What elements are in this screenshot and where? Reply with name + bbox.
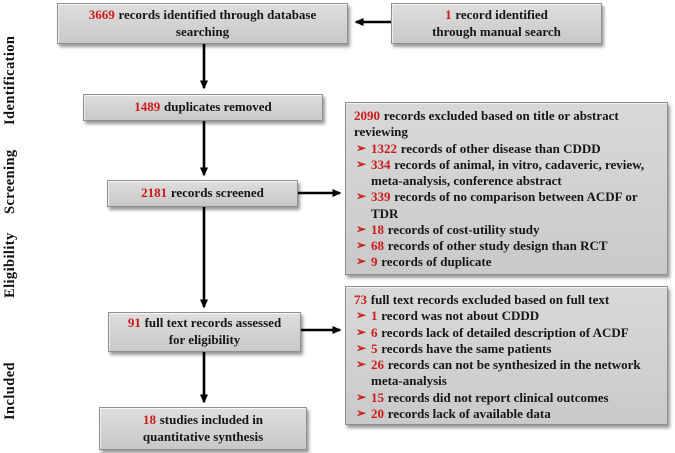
record-count: 9 xyxy=(371,254,378,270)
stage-label-screening: Screening xyxy=(2,149,18,215)
arrow-bullet-icon: ➢ xyxy=(356,140,367,155)
record-count: 18 xyxy=(142,411,156,427)
item-text: records of other study design than RCT xyxy=(387,238,608,253)
item-text: records have the same patients xyxy=(381,340,552,356)
stage-label-included: Included xyxy=(2,362,18,420)
arrow-bullet-icon: ➢ xyxy=(356,156,367,171)
record-count: 2181 xyxy=(141,185,168,201)
box-text: duplicates removed xyxy=(164,99,272,115)
box-line: quantitative synthesis xyxy=(142,428,264,444)
stage-label-eligibility: Eligibility xyxy=(2,232,18,298)
arrow-bullet-icon: ➢ xyxy=(356,405,367,420)
record-count: 68 xyxy=(371,238,384,253)
item-text: records of duplicate xyxy=(381,254,492,270)
record-count: 1 xyxy=(371,308,378,324)
header-text: records excluded based on title or abstr… xyxy=(354,108,619,140)
item-text: records of cost-utility study xyxy=(387,221,540,237)
stage-label-identification: Identification xyxy=(2,35,18,125)
item-text: records lack of available data xyxy=(387,405,551,421)
arrow-bullet-icon: ➢ xyxy=(356,189,367,204)
item-text: records lack of detailed description of … xyxy=(381,324,629,340)
arrow-bullet-icon: ➢ xyxy=(356,308,367,323)
box-text: record identified xyxy=(455,6,548,22)
item-text: records can not be synthesized in the ne… xyxy=(371,357,641,389)
record-count: 2090 xyxy=(354,108,380,123)
arrow-bullet-icon: ➢ xyxy=(356,238,367,252)
arrow-bullet-icon: ➢ xyxy=(356,221,367,236)
box-text: records identified through database xyxy=(118,6,317,22)
item-text: records of other disease than CDDD xyxy=(400,140,601,156)
record-count: 91 xyxy=(127,315,141,331)
item-text: records of no comparison between ACDF or… xyxy=(371,189,638,221)
record-count: 15 xyxy=(371,389,384,405)
record-count: 1 xyxy=(445,6,452,22)
arrow-bullet-icon: ➢ xyxy=(356,254,367,269)
record-count: 5 xyxy=(371,340,378,356)
record-count: 334 xyxy=(371,156,391,172)
record-count: 20 xyxy=(371,405,384,421)
record-count: 339 xyxy=(371,189,391,205)
box-line: for eligibility xyxy=(168,332,241,347)
box-text: records screened xyxy=(170,185,264,201)
box-line: searching xyxy=(175,23,230,39)
box-line: through manual search xyxy=(432,23,561,39)
record-count: 73 xyxy=(354,292,367,307)
arrow-bullet-icon: ➢ xyxy=(356,324,367,339)
record-count: 6 xyxy=(371,324,378,340)
record-count: 18 xyxy=(371,221,384,237)
record-count: 3669 xyxy=(88,6,115,22)
box-text: studies included in xyxy=(159,411,264,427)
item-text: records of animal, in vitro, cadaveric, … xyxy=(371,156,645,188)
item-text: record was not about CDDD xyxy=(381,308,540,324)
record-count: 1322 xyxy=(371,140,397,156)
box-text: full text records assessed xyxy=(144,315,282,331)
record-count: 26 xyxy=(371,357,384,372)
arrow-bullet-icon: ➢ xyxy=(356,357,367,371)
arrow-bullet-icon: ➢ xyxy=(356,389,367,404)
arrow-bullet-icon: ➢ xyxy=(356,340,367,355)
header-text: full text records excluded based on full… xyxy=(370,292,610,307)
item-text: records did not report clinical outcomes xyxy=(387,389,609,405)
record-count: 1489 xyxy=(134,99,161,115)
